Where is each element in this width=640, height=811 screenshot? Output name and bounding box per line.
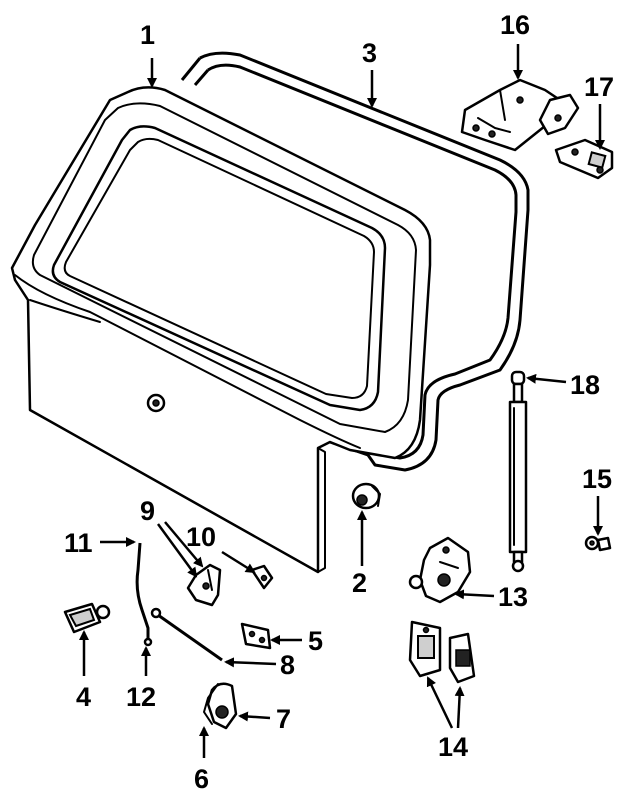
callout-14: 14 [438,732,468,762]
part-13-latch [408,536,472,604]
part-8-rod [150,607,223,662]
callout-10: 10 [186,522,216,552]
callout-4: 4 [76,682,91,712]
part-18-gas-strut [508,370,528,573]
part-7-lock-housing [206,682,238,730]
leader-lines [79,44,605,758]
part-12-rod [135,542,153,647]
callout-12: 12 [126,682,156,712]
part-16-hinge [460,78,580,152]
part-4-clip [63,602,111,634]
callout-2: 2 [352,568,367,598]
callout-15: 15 [582,464,612,494]
part-5-plate [240,622,272,650]
callout-7: 7 [276,704,291,734]
callout-13: 13 [498,582,528,612]
callout-1: 1 [140,20,155,50]
part-15-nut [584,535,612,552]
callout-labels: 1 3 16 17 18 15 2 13 14 11 9 10 4 12 5 8… [64,10,614,794]
callout-17: 17 [584,72,614,102]
callout-16: 16 [500,10,530,40]
part-1-liftgate [10,86,432,574]
part-10-small-clip [250,564,274,590]
part-6-clip-wire [203,683,219,725]
part-3-weatherstrip [180,51,530,472]
part-17-hinge-plate [554,138,614,180]
part-14-striker [408,620,476,684]
callout-3: 3 [362,38,377,68]
callout-18: 18 [570,370,600,400]
callout-8: 8 [280,650,295,680]
callout-6: 6 [194,764,209,794]
part-2-bumper [351,482,381,510]
callout-11: 11 [64,528,93,558]
callout-9: 9 [140,496,155,526]
callout-5: 5 [308,626,323,656]
